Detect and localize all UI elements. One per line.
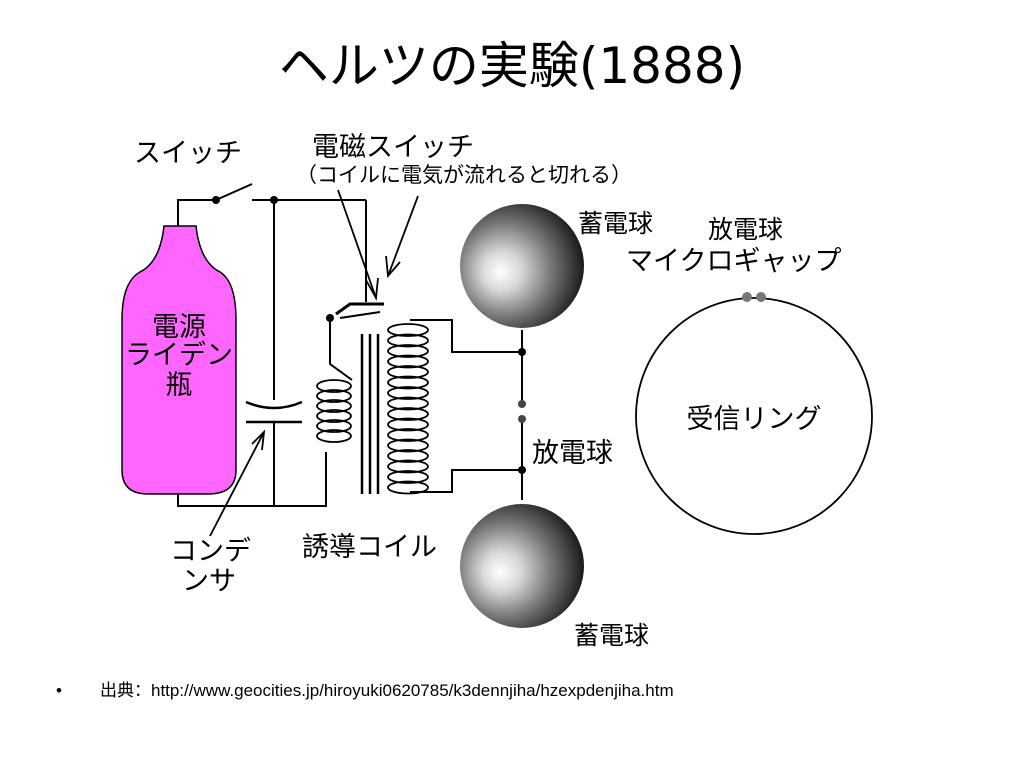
source-label: 出典 — [100, 681, 134, 700]
iron-core — [360, 334, 380, 494]
switch-contact-left — [212, 196, 220, 204]
junction-dot-bottom — [518, 466, 526, 474]
coil-turn — [387, 449, 429, 463]
coil-turn — [387, 480, 429, 495]
coil-turn — [387, 396, 429, 411]
em-switch-contact — [326, 314, 334, 322]
switch-contact-right — [270, 196, 278, 204]
coil-turn — [387, 365, 429, 379]
coil-turn — [387, 459, 429, 474]
coil-turn — [387, 333, 429, 348]
coil-turn — [316, 409, 352, 423]
em-switch-bar — [335, 302, 384, 316]
circuit-wires — [177, 183, 523, 507]
source-footer: • 出典：http://www.geocities.jp/hiroyuki0620… — [56, 676, 674, 701]
coil-turn — [387, 417, 429, 432]
label-capacitor-2: ンサ — [182, 566, 236, 597]
coil-turn — [316, 419, 352, 433]
pointer-arrows — [209, 189, 419, 537]
label-switch: スイッチ — [134, 138, 242, 169]
coil-turn — [387, 470, 429, 484]
label-em-switch: 電磁スイッチ — [312, 132, 474, 163]
coil-turn — [316, 399, 352, 413]
label-receiver-ring: 受信リング — [687, 404, 822, 435]
coil-turn — [387, 375, 429, 390]
label-micro-gap: マイクロギャップ — [626, 246, 841, 277]
coil-turn — [387, 386, 429, 400]
label-induction-coil: 誘導コイル — [302, 532, 437, 563]
label-ring-discharge: 放電球 — [708, 215, 783, 244]
label-em-switch-note: （コイルに電気が流れると切れる） — [296, 163, 632, 187]
coil-turn — [316, 389, 352, 403]
coil-turn — [387, 354, 429, 369]
label-power-1: 電源 — [152, 312, 206, 343]
micro-gap-ball-left — [742, 292, 752, 302]
footer-bullet: • — [56, 681, 62, 700]
storage-sphere-bottom — [460, 504, 584, 628]
label-discharge-sphere: 放電球 — [532, 438, 613, 469]
label-storage-sphere-top: 蓄電球 — [578, 209, 653, 238]
coil-turn — [387, 323, 429, 337]
coil-turn — [387, 407, 429, 421]
source-separator: ： — [134, 681, 151, 700]
coil-turn — [387, 344, 429, 358]
coil-turn — [387, 438, 429, 453]
storage-sphere-top — [460, 204, 584, 328]
label-power-3: 瓶 — [166, 370, 193, 401]
label-capacitor-1: コンデ — [170, 536, 251, 567]
receiver-ring — [635, 297, 873, 535]
coil-turn — [316, 379, 352, 393]
label-power-2: ライデン — [125, 340, 233, 371]
junction-dot-top — [518, 348, 526, 356]
source-url: http://www.geocities.jp/hiroyuki0620785/… — [151, 681, 674, 700]
label-storage-sphere-bottom: 蓄電球 — [574, 621, 649, 650]
leyden-jar — [121, 225, 237, 495]
slide-title: ヘルツの実験(1888) — [278, 37, 746, 95]
discharge-ball-top — [518, 400, 526, 408]
capacitor-top-plate — [245, 400, 303, 410]
micro-gap-ball-right — [756, 292, 766, 302]
coil-turn — [387, 428, 429, 442]
secondary-coil — [387, 323, 429, 495]
coil-turn — [316, 429, 352, 443]
discharge-ball-bottom — [518, 415, 526, 423]
primary-coil — [316, 379, 352, 443]
